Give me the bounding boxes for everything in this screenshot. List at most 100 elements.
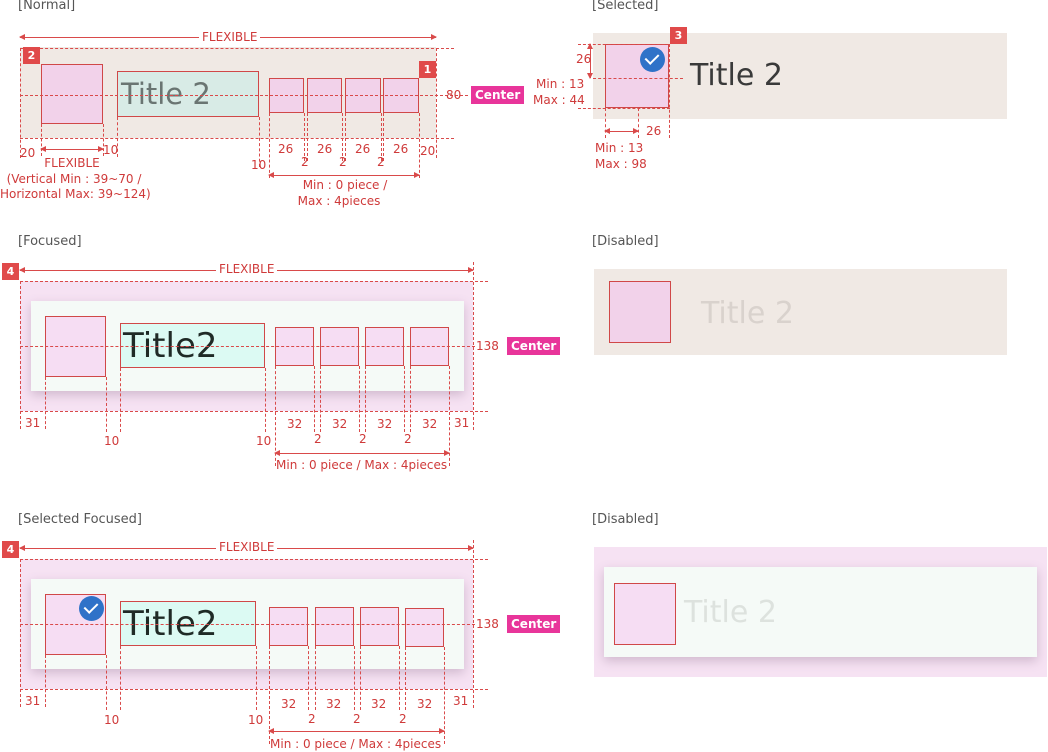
normal-guide-right [436,48,437,158]
badge-3: 3 [670,27,687,44]
center-tag-focused: Center [507,337,561,355]
selfocused-guide-s4 [354,646,355,710]
selected-26-h: 26 [646,124,662,138]
selfocused-slot-32d: 32 [417,697,433,711]
focused-guide-top [20,281,488,282]
selfocused-guide-left [20,559,21,707]
normal-guide-bottom [20,138,454,139]
selfocused-guide-bottom [20,689,488,690]
focused-guide-s2 [314,366,315,432]
normal-title: Title 2 [121,77,211,111]
focused-guide-s1 [275,366,276,466]
disabled2-thumbnail [614,583,676,645]
focused-slot-32a: 32 [287,417,303,431]
normal-pad-left: 20 [20,146,36,160]
selfocused-slot-32b: 32 [326,697,342,711]
selfocused-guide-s6 [399,646,400,710]
normal-slot-26d: 26 [393,142,409,156]
selfocused-guide-s2 [308,646,309,710]
section-label-focused: [Focused] [18,234,82,249]
selected-guide-mid [593,78,683,79]
normal-thumb-range-2: Horizontal Max: 39~124) [0,187,151,201]
focused-guide-s5 [365,366,366,432]
normal-guide-slot-h [419,113,420,178]
selfocused-guide-s5 [360,646,361,710]
normal-flexible-label: FLEXIBLE [199,30,261,44]
selfocused-icon-slot-2 [315,607,354,646]
selfocused-icon-slot-4 [405,608,444,647]
focused-guide-right [473,262,474,430]
disabled2-title: Title 2 [684,595,777,630]
normal-gap-2c: 2 [377,155,385,169]
selected-26-v: 26 [576,52,592,66]
selfocused-gap-2c: 2 [399,712,407,726]
selected-width-arrow [604,128,639,134]
selected-guide-l [605,108,606,138]
check-circle-icon [640,47,665,72]
selected-max98-h: Max : 98 [595,157,647,171]
focused-guide-title-l [120,368,121,432]
selfocused-guide-center [20,624,475,625]
badge-1: 1 [419,61,436,78]
normal-guide-slot-g [383,113,384,161]
selfocused-guide-s3 [315,646,316,710]
selfocused-guide-s7 [405,647,406,710]
focused-pieces-arrow [274,450,450,456]
selected-guide-m [638,108,639,138]
selfocused-guide-title-r [256,646,257,710]
normal-guide-slot-f [381,113,382,161]
normal-guide-title-l [117,117,118,157]
normal-thumb-arrow [40,146,104,152]
focused-height-138: 138 [476,339,499,353]
normal-slot-26b: 26 [317,142,333,156]
selfocused-guide-right [473,540,474,708]
selected-min13-v: Min : 13 [536,77,585,91]
selfocused-gap-2b: 2 [353,712,361,726]
section-label-disabled: [Disabled] [592,234,659,249]
selfocused-flexible-label: FLEXIBLE [216,540,278,554]
focused-pad-left: 31 [25,416,41,430]
selfocused-pad-right: 31 [453,694,469,708]
normal-thumb-flexible: FLEXIBLE [44,156,100,170]
selfocused-guide-s1 [269,646,270,744]
focused-gap-2c: 2 [404,432,412,446]
normal-pieces-max: Max : 4pieces [297,194,381,208]
normal-height-80: 80 [446,88,462,102]
focused-guide-s7 [410,366,411,432]
selfocused-guide-s8 [444,647,445,744]
selected-guide-bot [578,108,670,109]
focused-guide-title-r [265,368,266,432]
selected-guide-top [578,44,670,45]
selfocused-guide-top [20,559,488,560]
focused-guide-bottom [20,411,488,412]
focused-guide-s8 [449,366,450,466]
normal-slot-26c: 26 [355,142,371,156]
normal-gap-10a: 10 [103,143,119,157]
focused-guide-s3 [320,366,321,432]
normal-guide-thumb-r [103,124,104,156]
selected-height-arrow [587,43,593,79]
focused-gap-10a: 10 [104,434,120,448]
disabled-title: Title 2 [701,296,794,331]
badge-2: 2 [23,47,40,64]
selected-min13-h: Min : 13 [595,141,644,155]
focused-title-box [120,323,265,368]
selfocused-title-box [120,601,256,646]
normal-guide-thumb-l [41,124,42,156]
normal-guide-title-r [259,117,260,167]
selfocused-guide-title-l [120,646,121,710]
selfocused-pieces-label: Min : 0 piece / Max : 4pieces [270,737,442,751]
focused-gap-2b: 2 [359,432,367,446]
normal-pieces-arrow [268,172,420,178]
normal-title-box [117,71,259,117]
normal-guide-slot-e [345,113,346,161]
focused-pieces-label: Min : 0 piece / Max : 4pieces [276,458,448,472]
section-label-selected: [Selected] [592,0,659,13]
check-circle-icon [79,596,104,621]
normal-pieces-min: Min : 0 piece / [302,178,388,192]
normal-guide-left [20,48,21,158]
normal-thumbnail [41,64,103,124]
normal-guide-slot-b [304,113,305,161]
focused-guide-left [20,281,21,429]
normal-pad-right: 20 [420,144,436,158]
